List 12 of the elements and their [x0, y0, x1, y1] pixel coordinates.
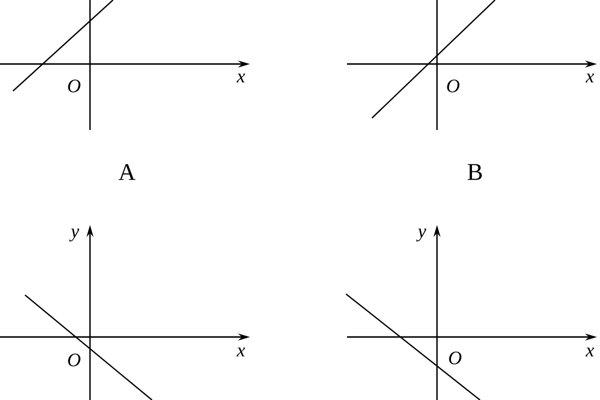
origin-label: O [68, 354, 80, 366]
axis-label: x [586, 74, 594, 82]
origin-label: O [68, 80, 80, 92]
option-label: A [118, 164, 136, 180]
axis-label: y [416, 228, 426, 242]
option-label: B [468, 164, 482, 180]
origin-label: O [449, 352, 462, 364]
axis-label: y [69, 228, 80, 242]
origin-label: O [447, 80, 460, 92]
axis-label: x [586, 348, 594, 356]
axis-label: x [236, 348, 246, 356]
axis-label: x [236, 74, 246, 82]
